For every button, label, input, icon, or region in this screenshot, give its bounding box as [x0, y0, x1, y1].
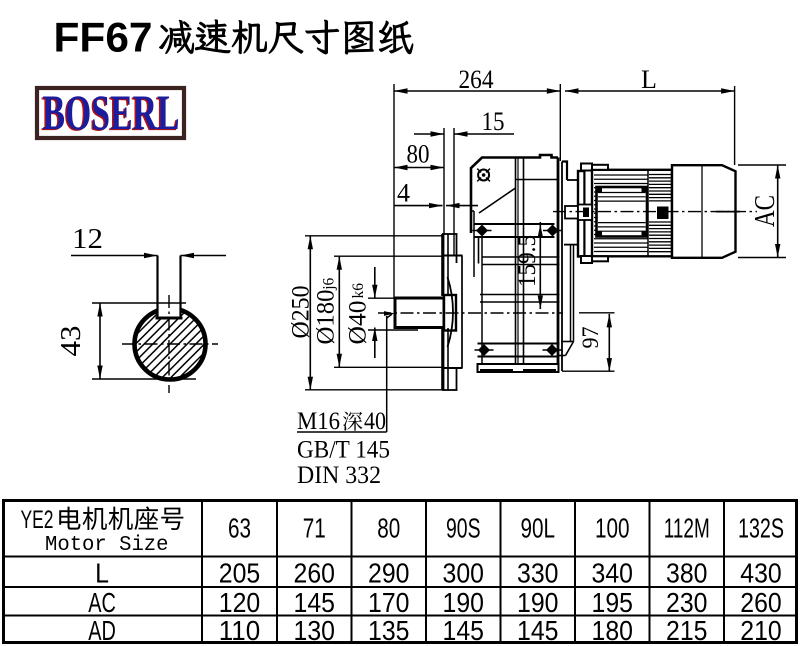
svg-text:430: 430 [740, 558, 781, 589]
svg-text:190: 190 [517, 587, 558, 618]
svg-text:260: 260 [740, 587, 781, 618]
svg-text:GB/T 145: GB/T 145 [297, 437, 390, 464]
svg-text:15: 15 [482, 107, 505, 136]
svg-text:260: 260 [294, 558, 335, 589]
svg-text:97: 97 [578, 327, 603, 349]
svg-text:k6: k6 [350, 283, 367, 299]
svg-text:Ø180: Ø180 [313, 290, 340, 345]
svg-text:M16: M16 [297, 408, 340, 435]
svg-text:264: 264 [459, 65, 494, 94]
svg-text:j6: j6 [321, 277, 338, 290]
svg-text:159.5: 159.5 [512, 235, 541, 287]
svg-text:290: 290 [368, 558, 409, 589]
svg-text:190: 190 [443, 587, 484, 618]
svg-text:40: 40 [364, 408, 386, 435]
svg-text:AC: AC [749, 195, 781, 227]
svg-text:132S: 132S [738, 513, 784, 544]
svg-text:DIN 332: DIN 332 [297, 462, 381, 489]
svg-text:110: 110 [219, 615, 260, 646]
svg-text:130: 130 [294, 615, 335, 646]
svg-text:43: 43 [55, 326, 87, 357]
svg-text:180: 180 [592, 615, 633, 646]
svg-text:340: 340 [592, 558, 633, 589]
svg-text:FF67: FF67 [54, 14, 153, 61]
svg-text:BOSERL: BOSERL [41, 85, 178, 141]
svg-text:4: 4 [397, 179, 410, 208]
svg-text:Motor Size: Motor Size [45, 534, 169, 557]
svg-text:L: L [641, 65, 657, 94]
svg-text:170: 170 [368, 587, 409, 618]
svg-text:215: 215 [666, 615, 707, 646]
svg-text:230: 230 [666, 587, 707, 618]
svg-text:135: 135 [368, 615, 409, 646]
svg-text:205: 205 [219, 558, 260, 589]
svg-text:100: 100 [595, 513, 630, 544]
svg-text:90L: 90L [521, 513, 556, 544]
svg-text:Ø250: Ø250 [288, 286, 315, 339]
svg-text:330: 330 [517, 558, 558, 589]
svg-text:195: 195 [592, 587, 633, 618]
svg-text:AC: AC [88, 587, 116, 618]
svg-text:12: 12 [72, 223, 103, 255]
svg-text:YE2: YE2 [21, 506, 54, 534]
svg-text:L: L [95, 558, 109, 589]
svg-text:80: 80 [407, 140, 430, 169]
svg-text:112M: 112M [664, 513, 710, 544]
svg-text:145: 145 [517, 615, 558, 646]
svg-text:90S: 90S [446, 513, 481, 544]
svg-text:80: 80 [377, 513, 400, 544]
svg-text:BOSERL: BOSERL [43, 84, 180, 140]
svg-text:71: 71 [303, 513, 326, 544]
svg-text:AD: AD [88, 615, 116, 646]
svg-text:145: 145 [443, 615, 484, 646]
svg-text:300: 300 [443, 558, 484, 589]
svg-text:210: 210 [740, 615, 781, 646]
svg-text:380: 380 [666, 558, 707, 589]
svg-text:145: 145 [294, 587, 335, 618]
svg-text:Ø40: Ø40 [345, 301, 372, 345]
svg-text:63: 63 [228, 513, 251, 544]
svg-text:120: 120 [219, 587, 260, 618]
